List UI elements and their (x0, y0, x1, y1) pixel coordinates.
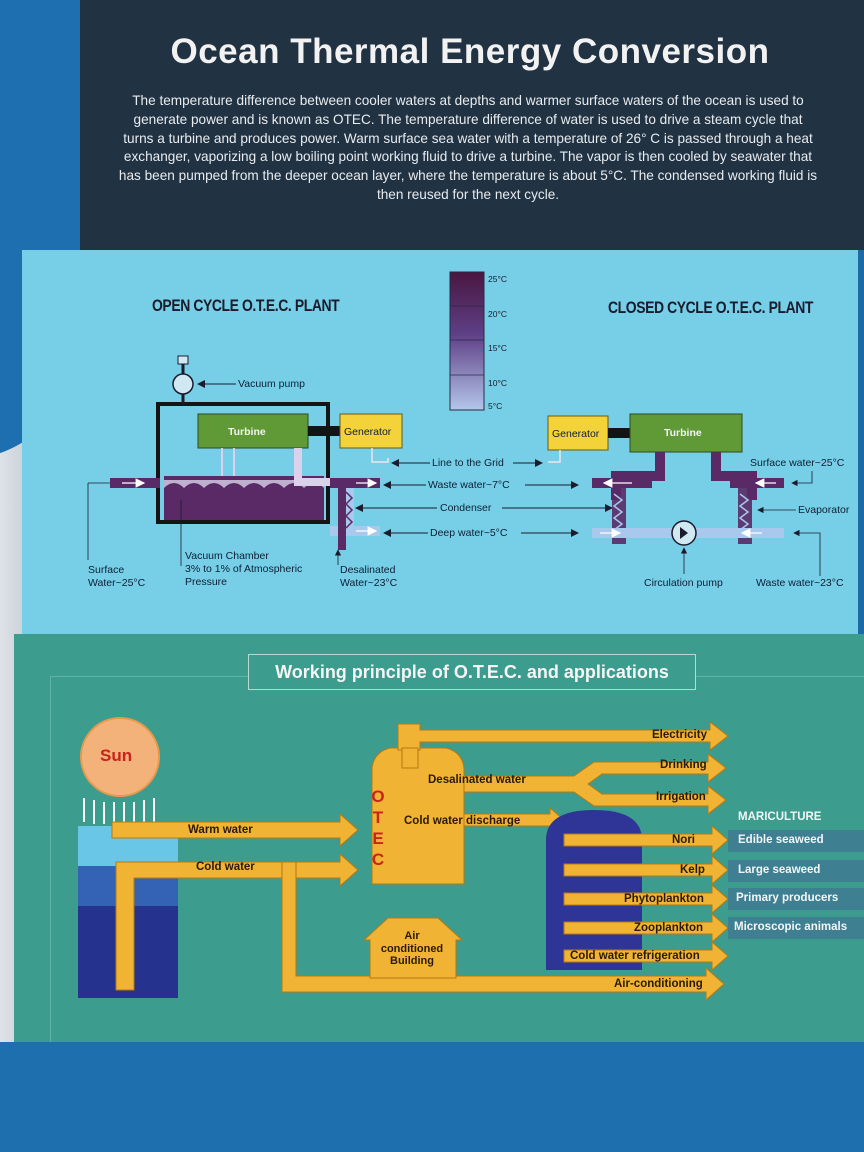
building-label: Air conditioned Building (372, 930, 452, 968)
sun-rays (83, 798, 155, 824)
cold-water-refrigeration-label: Cold water refrigeration (570, 950, 700, 962)
vacuum-pump-icon (172, 373, 194, 395)
building-line-1: Air (404, 930, 420, 942)
otec-letter-e: E (372, 829, 384, 848)
vacuum-chamber-label: Vacuum Chamber 3% to 1% of Atmospheric P… (185, 550, 302, 589)
otec-plant (371, 747, 465, 885)
building-line-2: conditioned (380, 942, 444, 955)
closed-waste-water-label: Waste water~23°C (756, 577, 844, 589)
open-cycle-frame (156, 402, 330, 524)
closed-generator-label: Generator (552, 428, 600, 440)
cold-water-arrow (115, 852, 359, 991)
surface-line-1: Surface (88, 564, 125, 576)
mariculture-bar-3 (728, 888, 864, 910)
scale-10: 10°C (488, 378, 507, 388)
desal-line-1: Desalinated (340, 564, 396, 576)
vacuum-line-1: Vacuum Chamber (185, 550, 269, 562)
air-conditioning-arrow (281, 861, 725, 1002)
phytoplankton-label: Phytoplankton (624, 893, 704, 905)
otec-letters: O T E C (370, 786, 386, 870)
building-line-3: Building (390, 955, 434, 967)
closed-cycle-heading: CLOSED CYCLE O.T.E.C. PLANT (608, 298, 814, 317)
mariculture-edible-seaweed: Edible seaweed (738, 834, 824, 846)
kelp-label: Kelp (680, 864, 705, 876)
open-turbine (197, 413, 309, 449)
mariculture-large-seaweed: Large seaweed (738, 864, 821, 876)
kelp-arrow (563, 854, 729, 886)
principle-title: Working principle of O.T.E.C. and applic… (248, 654, 696, 690)
open-turbine-label: Turbine (228, 426, 266, 438)
nori-arrow (563, 824, 729, 856)
desalinated-water-arrow (463, 752, 727, 816)
mariculture-heading: MARICULTURE (738, 811, 822, 823)
temperature-scale-bar (449, 271, 485, 411)
otec-letter-c: C (371, 850, 385, 869)
closed-generator (547, 415, 609, 451)
cold-water-discharge-label: Cold water discharge (404, 815, 521, 827)
intro-paragraph: The temperature difference between coole… (118, 93, 818, 202)
closed-surface-water-label: Surface water~25°C (750, 457, 845, 469)
zooplankton-label: Zooplankton (634, 922, 703, 934)
warm-water-arrow (111, 812, 359, 848)
scale-15: 15°C (488, 343, 507, 353)
desal-line-2: Water~23°C (340, 577, 398, 589)
air-conditioned-building (362, 917, 464, 979)
closed-turbine (629, 413, 743, 453)
cold-water-label: Cold water (196, 861, 255, 873)
mariculture-bar-4 (728, 917, 864, 939)
mariculture-bar-2 (728, 860, 864, 882)
deep-water-label: Deep water~5°C (430, 527, 508, 539)
nori-label: Nori (672, 834, 695, 846)
scale-5: 5°C (488, 401, 503, 411)
warm-water-label: Warm water (188, 824, 253, 836)
line-to-grid-label: Line to the Grid (432, 457, 504, 469)
otec-letter-o: O (371, 787, 385, 806)
scale-25: 25°C (488, 274, 507, 284)
sun-label: Sun (100, 746, 133, 765)
mariculture-primary-producers: Primary producers (736, 892, 839, 904)
open-surface-water-label: Surface Water~25°C (88, 564, 145, 590)
phytoplankton-arrow (563, 883, 729, 915)
header-background (8, 0, 864, 250)
circulation-pump-label: Circulation pump (644, 577, 723, 589)
zooplankton-arrow (563, 912, 729, 944)
otec-letter-t: T (372, 808, 384, 827)
open-generator-label: Generator (344, 426, 392, 438)
air-conditioning-label: Air-conditioning (614, 978, 703, 990)
evaporator-label: Evaporator (798, 504, 850, 516)
mariculture-microscopic-animals: Microscopic animals (734, 921, 848, 933)
surface-line-2: Water~25°C (88, 577, 146, 589)
poster-title: Ocean Thermal Energy Conversion (170, 32, 770, 71)
refrigeration-arrow (563, 940, 729, 972)
scale-20: 20°C (488, 309, 507, 319)
waste-water-7-label: Waste water~7°C (428, 479, 510, 491)
vacuum-line-2: 3% to 1% of Atmospheric (185, 563, 303, 575)
drinking-label: Drinking (660, 759, 707, 771)
open-cycle-heading: OPEN CYCLE O.T.E.C. PLANT (152, 296, 340, 315)
desalinated-water-flow-label: Desalinated water (428, 774, 526, 786)
closed-turbine-label: Turbine (664, 427, 702, 439)
vacuum-pump-label: Vacuum pump (238, 378, 305, 390)
mariculture-bar-1 (728, 830, 864, 852)
bottom-strip (0, 1042, 864, 1152)
vacuum-line-3: Pressure (185, 576, 228, 588)
electricity-label: Electricity (652, 729, 707, 741)
condenser-label: Condenser (440, 502, 492, 514)
sun-icon (80, 717, 160, 797)
desalinated-water-label: Desalinated Water~23°C (340, 564, 397, 590)
poster (8, 0, 864, 1152)
irrigation-label: Irrigation (656, 791, 706, 803)
open-generator (339, 413, 403, 449)
